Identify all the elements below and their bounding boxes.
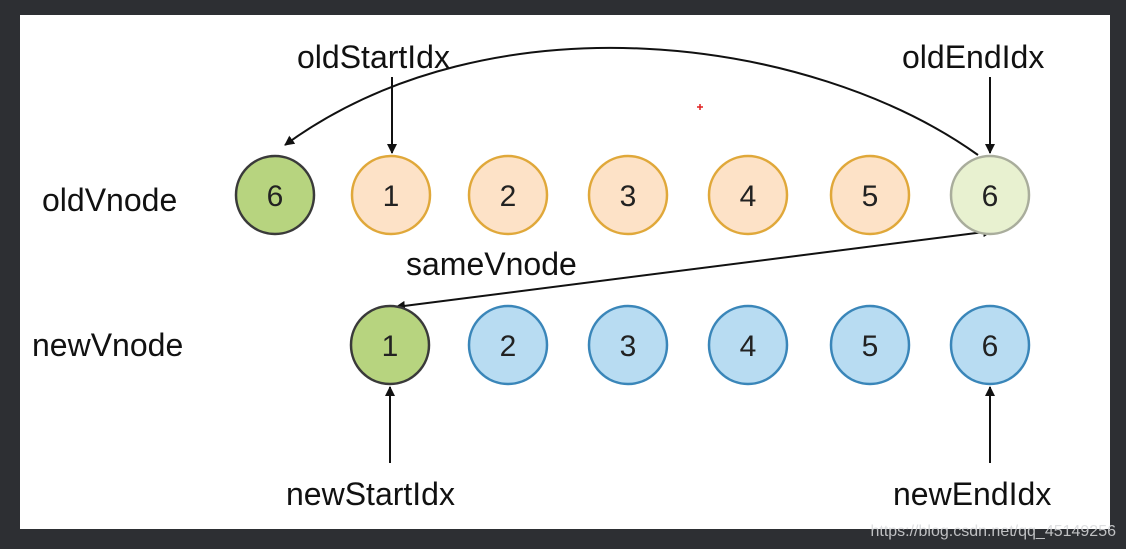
new-node-0: 1 — [349, 304, 431, 386]
old-node-2: 2 — [467, 154, 549, 236]
same-vnode-arrow — [395, 227, 993, 311]
svg-text:1: 1 — [382, 330, 399, 363]
old-vnode-row-label: oldVnode — [42, 182, 177, 218]
cursor-mark — [697, 104, 703, 110]
svg-text:2: 2 — [500, 180, 517, 213]
svg-text:6: 6 — [982, 330, 999, 363]
new-node-3: 4 — [707, 304, 789, 386]
new-vnode-row-label: newVnode — [32, 327, 183, 363]
svg-text:3: 3 — [620, 180, 637, 213]
old-node-6: 6 — [949, 154, 1031, 236]
diagram-panel: oldVnode newVnode oldStartIdx oldEndIdx … — [20, 15, 1110, 529]
new-end-idx-label: newEndIdx — [893, 476, 1051, 512]
move-to-front-curve-arrow — [284, 46, 979, 156]
old-node-3: 3 — [587, 154, 669, 236]
svg-text:2: 2 — [500, 330, 517, 363]
new-node-1: 2 — [467, 304, 549, 386]
old-start-idx-label: oldStartIdx — [297, 39, 450, 75]
new-start-idx-label: newStartIdx — [286, 476, 455, 512]
old-node-4: 4 — [707, 154, 789, 236]
svg-text:3: 3 — [620, 330, 637, 363]
old-end-idx-label: oldEndIdx — [902, 39, 1044, 75]
svg-text:5: 5 — [862, 180, 879, 213]
old-node-1: 1 — [350, 154, 432, 236]
svg-text:6: 6 — [982, 180, 999, 213]
svg-text:1: 1 — [383, 180, 400, 213]
new-node-2: 3 — [587, 304, 669, 386]
svg-text:5: 5 — [862, 330, 879, 363]
same-vnode-label: sameVnode — [406, 246, 577, 282]
old-node-0: 6 — [234, 154, 316, 236]
vnode-diff-diagram: oldVnode newVnode oldStartIdx oldEndIdx … — [32, 39, 1051, 512]
new-node-4: 5 — [829, 304, 911, 386]
svg-text:4: 4 — [740, 330, 757, 363]
old-node-5: 5 — [829, 154, 911, 236]
new-node-5: 6 — [949, 304, 1031, 386]
svg-text:6: 6 — [267, 180, 284, 213]
svg-text:4: 4 — [740, 180, 757, 213]
watermark-url: https://blog.csdn.net/qq_45149256 — [870, 523, 1116, 540]
